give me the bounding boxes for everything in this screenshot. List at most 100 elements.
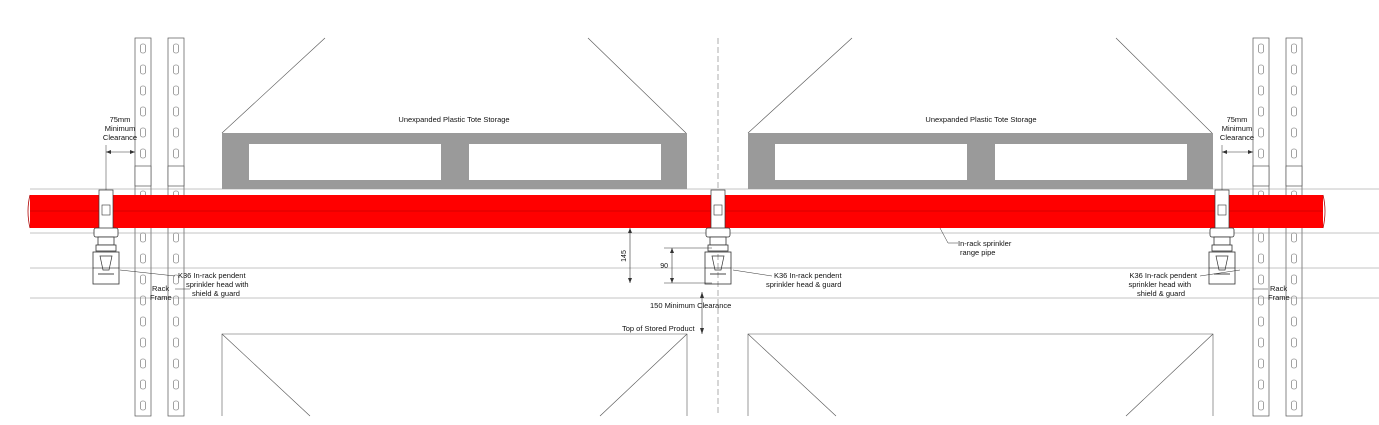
rack-slot: [140, 379, 146, 390]
rack-slot: [1258, 358, 1264, 369]
rack-slot: [140, 253, 146, 264]
top-of-product-label: Top of Stored Product: [622, 324, 695, 333]
pipe-clamp: [710, 189, 726, 231]
rack-slot: [1291, 316, 1297, 327]
rack-slot: [1291, 106, 1297, 117]
clamp-bolt: [713, 204, 723, 216]
rack-slot: [1258, 106, 1264, 117]
dim-90-label: 90: [660, 263, 668, 270]
rack-slot: [173, 106, 179, 117]
reducer: [705, 227, 731, 238]
clearance-label-left-2: Minimum: [105, 124, 135, 133]
dim-90: [664, 247, 712, 284]
rack-slot: [173, 274, 179, 285]
rack-slot: [1258, 85, 1264, 96]
sprinkler-frame: [1215, 255, 1229, 271]
range-pipe-label-1: In-rack sprinkler: [958, 239, 1012, 248]
clearance-label-left-1: 75mm: [110, 115, 131, 124]
sprinkler-label-center-1: K36 In-rack pendent: [774, 271, 842, 280]
rack-slot: [1291, 127, 1297, 138]
tote-label-left: Unexpanded Plastic Tote Storage: [398, 115, 509, 124]
rack-slot: [1258, 316, 1264, 327]
rack-slot: [1258, 400, 1264, 411]
rack-slot: [140, 316, 146, 327]
rack-frame-label-right-2: Frame: [1268, 293, 1290, 302]
reducer: [1209, 227, 1235, 238]
clearance-label-right-2: Minimum: [1222, 124, 1252, 133]
sprinkler-label-right-3: shield & guard: [1137, 289, 1185, 298]
rack-slot: [1291, 232, 1297, 243]
rack-slot: [140, 127, 146, 138]
sprinkler-head-left: [92, 189, 120, 285]
upper-product-outline: [221, 37, 1213, 134]
rack-slot: [140, 43, 146, 54]
sprinkler-label-left-1: K36 In-rack pendent: [178, 271, 246, 280]
rack-slot: [1258, 274, 1264, 285]
rack-slot: [140, 358, 146, 369]
range-pipe: [27, 194, 1326, 229]
rack-slot: [173, 232, 179, 243]
lower-product-outline: [221, 333, 1214, 417]
sprinkler-label-left-2: sprinkler head with: [186, 280, 249, 289]
rack-slot: [173, 400, 179, 411]
rack-slot: [173, 316, 179, 327]
clearance-dim-right: [1221, 145, 1253, 190]
tote-storage-left: [222, 133, 687, 189]
rack-slot: [173, 253, 179, 264]
rack-slot: [173, 85, 179, 96]
dim-145: [628, 228, 632, 283]
rack-slot: [1291, 64, 1297, 75]
clearance-label-right-1: 75mm: [1227, 115, 1248, 124]
rack-slot: [173, 358, 179, 369]
min-clearance-label: 150 Minimum Clearance: [650, 301, 731, 310]
pipe-clamp: [98, 189, 114, 231]
rack-slot: [173, 337, 179, 348]
tote-storage-right: [748, 133, 1213, 189]
rack-slot: [173, 43, 179, 54]
rack-slot: [140, 232, 146, 243]
rack-slot: [1258, 64, 1264, 75]
rack-slot: [1258, 127, 1264, 138]
reducer: [93, 227, 119, 238]
rack-slot: [140, 148, 146, 159]
range-pipe-label-2: range pipe: [960, 248, 995, 257]
adapter: [709, 236, 727, 246]
rack-slot: [1291, 274, 1297, 285]
rack-slot: [1258, 295, 1264, 306]
rack-slot: [1258, 253, 1264, 264]
min-clearance-arrow: [700, 292, 704, 334]
rack-slot: [173, 64, 179, 75]
sprinkler-frame: [711, 255, 725, 271]
rack-slot: [140, 64, 146, 75]
rack-slot: [1291, 337, 1297, 348]
sprinkler-head-center: [704, 189, 732, 285]
leader-lines: [119, 227, 1268, 290]
rack-slot: [173, 379, 179, 390]
sprinkler-label-right-1: K36 In-rack pendent: [1129, 271, 1197, 280]
rack-slot: [1291, 43, 1297, 54]
rack-frame-label-left-2: Frame: [150, 293, 172, 302]
rack-slot: [173, 148, 179, 159]
shield: [95, 244, 117, 252]
clamp-bolt: [101, 204, 111, 216]
rack-slot: [1291, 85, 1297, 96]
rack-slot: [1291, 253, 1297, 264]
rack-slot: [140, 106, 146, 117]
rack-slot: [140, 85, 146, 96]
clamp-bolt: [1217, 204, 1227, 216]
rack-slot: [140, 274, 146, 285]
adapter: [1213, 236, 1231, 246]
shield: [1211, 244, 1233, 252]
rack-slot: [1291, 379, 1297, 390]
sprinkler-frame: [99, 255, 113, 271]
rack-slot: [1258, 379, 1264, 390]
clearance-label-left-3: Clearance: [103, 133, 137, 142]
rack-slot: [1291, 400, 1297, 411]
rack-slot: [1291, 295, 1297, 306]
tote-label-right: Unexpanded Plastic Tote Storage: [925, 115, 1036, 124]
rack-clips: [134, 165, 1303, 187]
sprinkler-label-right-2: sprinkler head with: [1128, 280, 1191, 289]
rack-slot: [1291, 358, 1297, 369]
